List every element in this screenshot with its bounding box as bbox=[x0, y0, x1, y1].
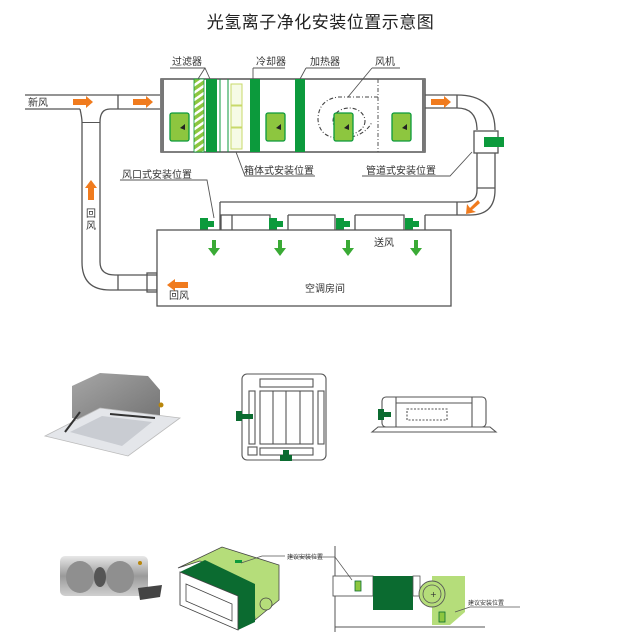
svg-text:+: + bbox=[430, 590, 437, 599]
heater-label: 加热器 bbox=[310, 55, 340, 68]
fan-coil-iso-leader bbox=[240, 555, 285, 564]
intake-arrow bbox=[133, 96, 153, 108]
air-conditioned-room bbox=[156, 229, 452, 307]
cassette-ion-modules bbox=[236, 411, 292, 461]
branch-ducts bbox=[219, 214, 457, 230]
room-label: 空调房间 bbox=[305, 282, 345, 295]
supply-down-arrow bbox=[466, 200, 480, 214]
return-air-arrow bbox=[167, 279, 188, 291]
fan-coil-iso-view bbox=[177, 546, 280, 631]
access-door bbox=[391, 112, 412, 142]
cassette-side-ion-module bbox=[378, 409, 391, 420]
supply-air-arrows bbox=[208, 240, 422, 256]
fan-coil-side-leader-1 bbox=[290, 556, 353, 581]
filter-solid bbox=[206, 79, 217, 152]
cooler-coil bbox=[250, 79, 260, 152]
supply-air-arrow bbox=[342, 240, 354, 256]
air-handling-unit bbox=[160, 78, 426, 153]
heater-coil bbox=[295, 79, 305, 152]
fresh-air-label: 新风 bbox=[28, 96, 48, 109]
vent-install-modules bbox=[200, 218, 419, 230]
box-install-module bbox=[230, 83, 243, 150]
fan-label: 风机 bbox=[375, 55, 395, 68]
duct-install-label: 管道式安装位置 bbox=[366, 164, 436, 177]
supply-air-arrow bbox=[208, 240, 220, 256]
return-air-duct bbox=[81, 122, 160, 293]
fan-coil-photo bbox=[60, 556, 162, 600]
fan-coil-side-leader-2 bbox=[454, 606, 520, 613]
vent-module bbox=[200, 218, 214, 230]
filter-hatched bbox=[193, 78, 205, 153]
duct-install-module bbox=[484, 137, 504, 147]
ahu-leader-lines bbox=[120, 67, 473, 219]
fresh-air-arrow bbox=[73, 96, 93, 108]
cassette-top-view bbox=[241, 373, 327, 461]
access-door bbox=[333, 112, 354, 142]
vent-module bbox=[405, 218, 419, 230]
return-air-label-char2: 风 bbox=[86, 220, 96, 232]
access-doors bbox=[169, 112, 412, 142]
return-air-label-char1: 回 bbox=[86, 208, 96, 220]
filter-label: 过滤器 bbox=[172, 55, 202, 68]
access-door bbox=[169, 112, 190, 142]
diagram-title: 光氢离子净化安装位置示意图 bbox=[206, 13, 435, 33]
fresh-air-duct bbox=[25, 94, 160, 123]
supply-arrow bbox=[431, 96, 451, 108]
return-air-room-label: 回风 bbox=[169, 290, 189, 302]
return-air-up-arrow bbox=[85, 180, 97, 200]
supply-air-arrow bbox=[410, 240, 422, 256]
fan-outline bbox=[317, 96, 378, 139]
supply-air-label: 送风 bbox=[374, 236, 394, 249]
vent-install-label: 风口式安装位置 bbox=[122, 168, 192, 181]
cassette-ac-photo bbox=[43, 373, 182, 457]
fan-coil-side-label: 建议安装位置 bbox=[468, 599, 504, 607]
supply-air-arrow bbox=[274, 240, 286, 256]
fan-coil-side-view: + bbox=[332, 546, 485, 632]
access-door bbox=[265, 112, 286, 142]
vent-module bbox=[269, 218, 283, 230]
box-install-label: 箱体式安装位置 bbox=[244, 164, 314, 177]
cooler-label: 冷却器 bbox=[256, 55, 286, 68]
vent-module bbox=[336, 218, 350, 230]
